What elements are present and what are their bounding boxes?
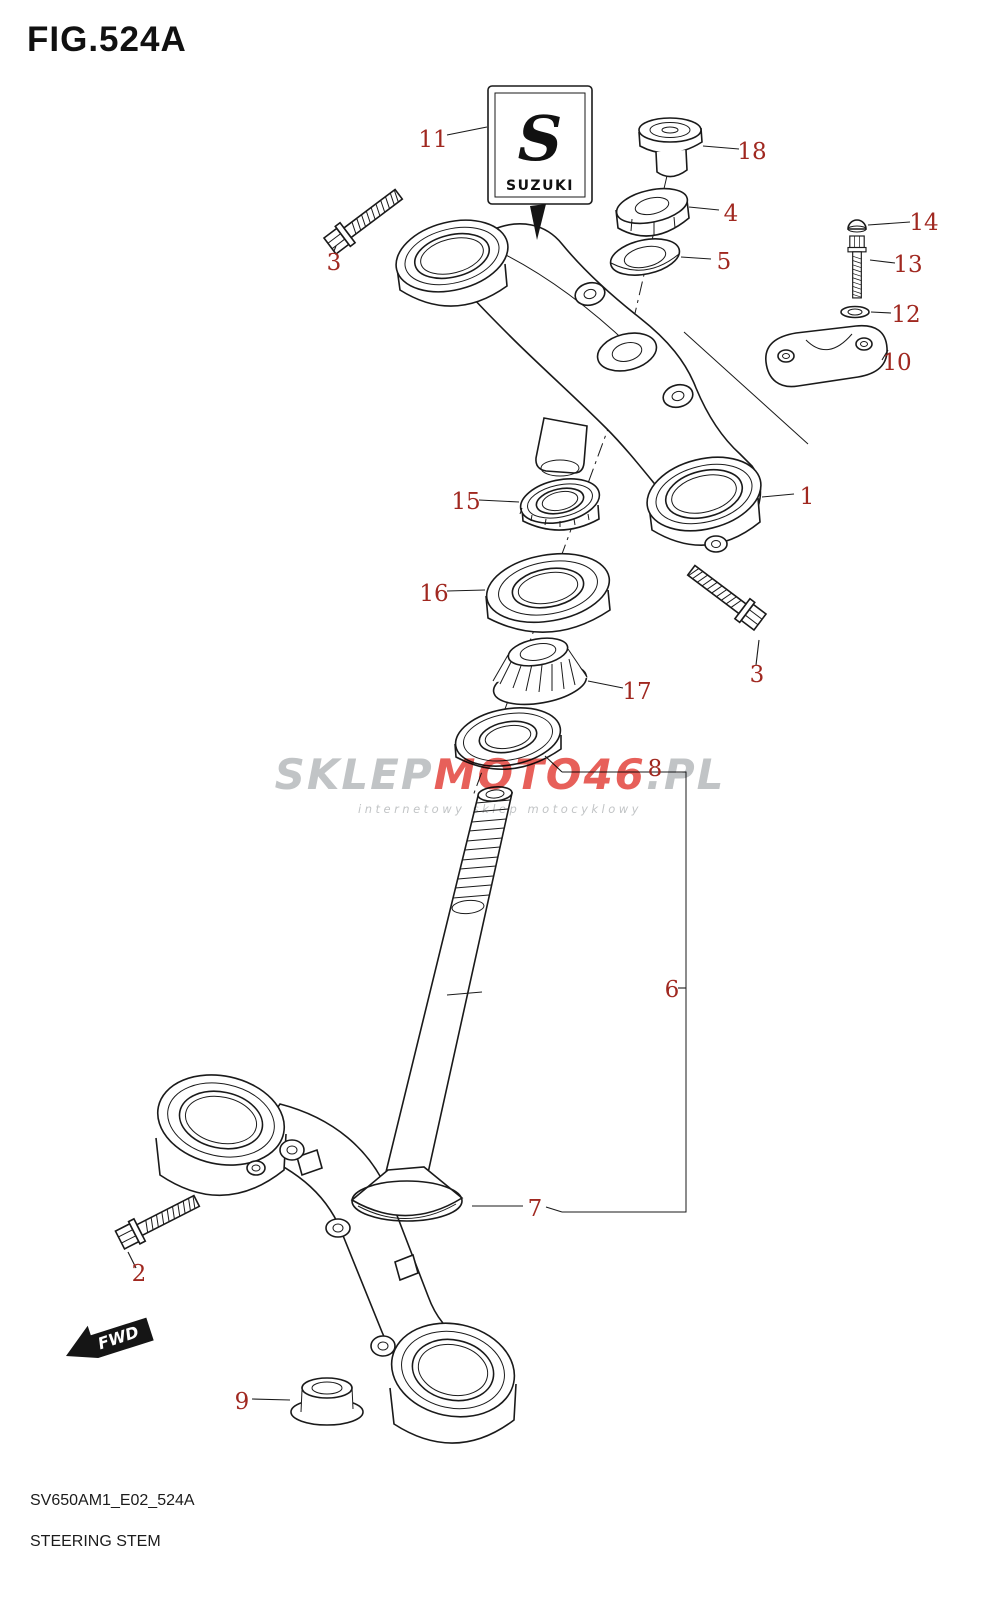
callout-4: 4 (724, 201, 739, 227)
fork-clamp-bolt-lower (682, 559, 769, 633)
handlebar-holder (765, 324, 888, 388)
stem-nut (615, 187, 690, 237)
lower-bearing (492, 637, 588, 706)
badge-brand-text: SUZUKI (506, 178, 574, 194)
upper-bracket (395, 219, 762, 553)
stem-threads (452, 799, 511, 899)
leader-lines (127, 126, 911, 1401)
ring-nut-notches (519, 507, 590, 527)
callout-1: 1 (800, 484, 815, 510)
reference-box (562, 771, 687, 1213)
suzuki-badge: S SUZUKI (487, 85, 593, 240)
callout-18: 18 (737, 139, 766, 165)
stem-head-cap (638, 117, 703, 178)
document-title: STEERING STEM (30, 1533, 161, 1550)
upper-bearing (485, 552, 611, 633)
clamp-washer (840, 305, 870, 319)
document-code: SV650AM1_E02_524A (30, 1492, 195, 1509)
handlebar-clamp-bolt (847, 235, 867, 299)
figure-title: FIG.524A (27, 20, 187, 59)
callout-2: 2 (132, 1261, 147, 1287)
callout-12: 12 (891, 302, 920, 328)
callout-9: 9 (235, 1389, 250, 1415)
fwd-arrow: FWD (66, 1317, 154, 1358)
badge-pointer (530, 204, 546, 240)
steering-ring-nut (519, 478, 601, 531)
callout-3-lower: 3 (750, 662, 765, 688)
callout-3-upper: 3 (327, 250, 342, 276)
lower-bracket (155, 1074, 517, 1444)
lower-clamp-bolt (113, 1189, 204, 1252)
dust-seal (454, 707, 562, 771)
callout-8: 8 (648, 756, 663, 782)
fork-clamp-bolt-upper (321, 183, 408, 257)
suzuki-logo-icon: S (518, 102, 563, 175)
bearing-rollers (499, 658, 576, 693)
callout-16: 16 (419, 581, 448, 607)
callout-5: 5 (717, 249, 732, 275)
clamp-bolt-cap (847, 219, 867, 233)
callout-7: 7 (528, 1196, 543, 1222)
stem-cap (290, 1377, 364, 1426)
callout-13: 13 (893, 252, 922, 278)
steering-stem-shaft (350, 786, 514, 1222)
callout-14: 14 (909, 210, 938, 236)
callout-15: 15 (451, 489, 480, 515)
callout-17: 17 (622, 679, 651, 705)
callout-11: 11 (418, 127, 447, 153)
callout-10: 10 (882, 350, 911, 376)
stem-washer (609, 238, 681, 276)
callout-6: 6 (665, 977, 680, 1003)
callout-labels: 11 18 4 5 3 14 13 12 10 1 15 16 17 8 3 6… (132, 127, 939, 1415)
